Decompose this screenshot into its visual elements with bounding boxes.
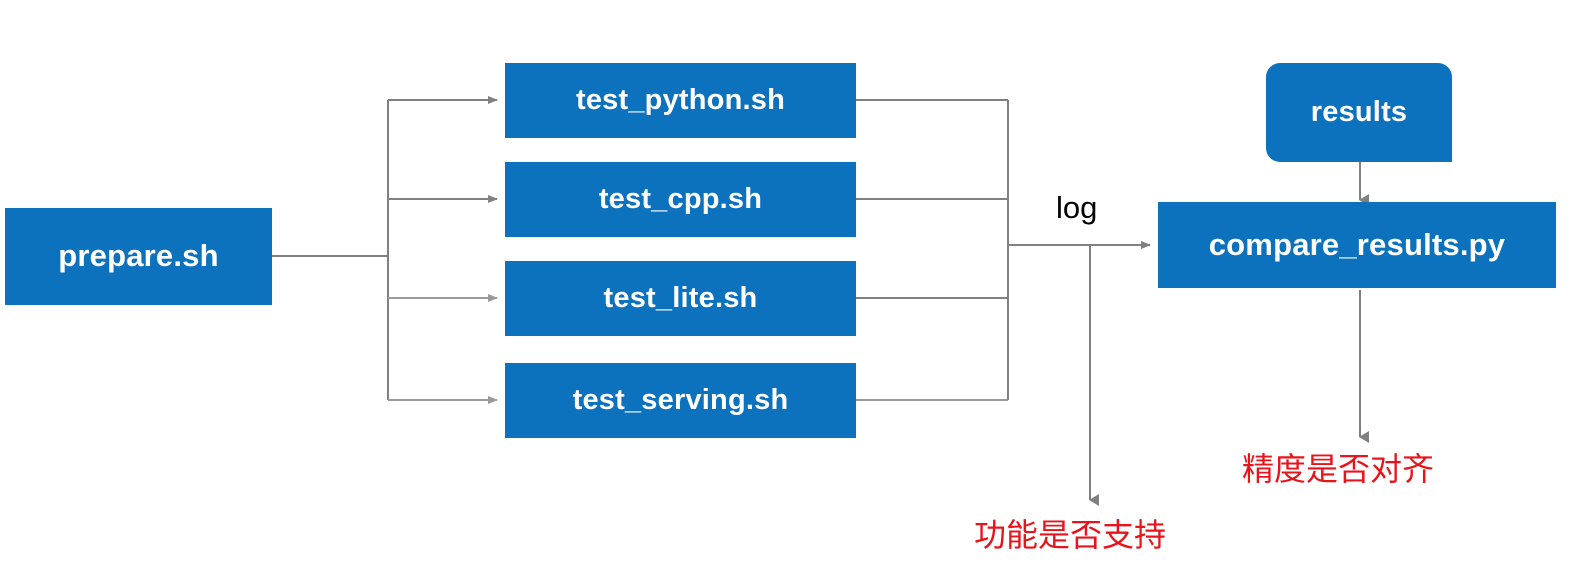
node-test-python-sh-label: test_python.sh [575,83,786,116]
node-test-lite-sh[interactable]: test_lite.sh [505,261,856,336]
node-results-label: results [1310,95,1408,128]
node-test-python-sh[interactable]: test_python.sh [505,63,856,138]
node-test-serving-sh[interactable]: test_serving.sh [505,363,856,438]
node-test-cpp-sh-label: test_cpp.sh [598,182,763,215]
node-test-cpp-sh[interactable]: test_cpp.sh [505,162,856,237]
node-results[interactable]: results [1266,63,1452,162]
annotation-function-supported: 功能是否支持 [974,516,1167,554]
node-compare-results-py[interactable]: compare_results.py [1158,202,1556,288]
node-prepare-sh-label: prepare.sh [58,238,219,274]
node-test-serving-sh-label: test_serving.sh [572,383,789,416]
annotation-precision-aligned: 精度是否对齐 [1242,450,1435,488]
edge-label-log: log [1056,190,1098,225]
node-compare-results-py-label: compare_results.py [1208,226,1506,262]
node-prepare-sh[interactable]: prepare.sh [5,208,272,305]
node-test-lite-sh-label: test_lite.sh [603,281,758,314]
